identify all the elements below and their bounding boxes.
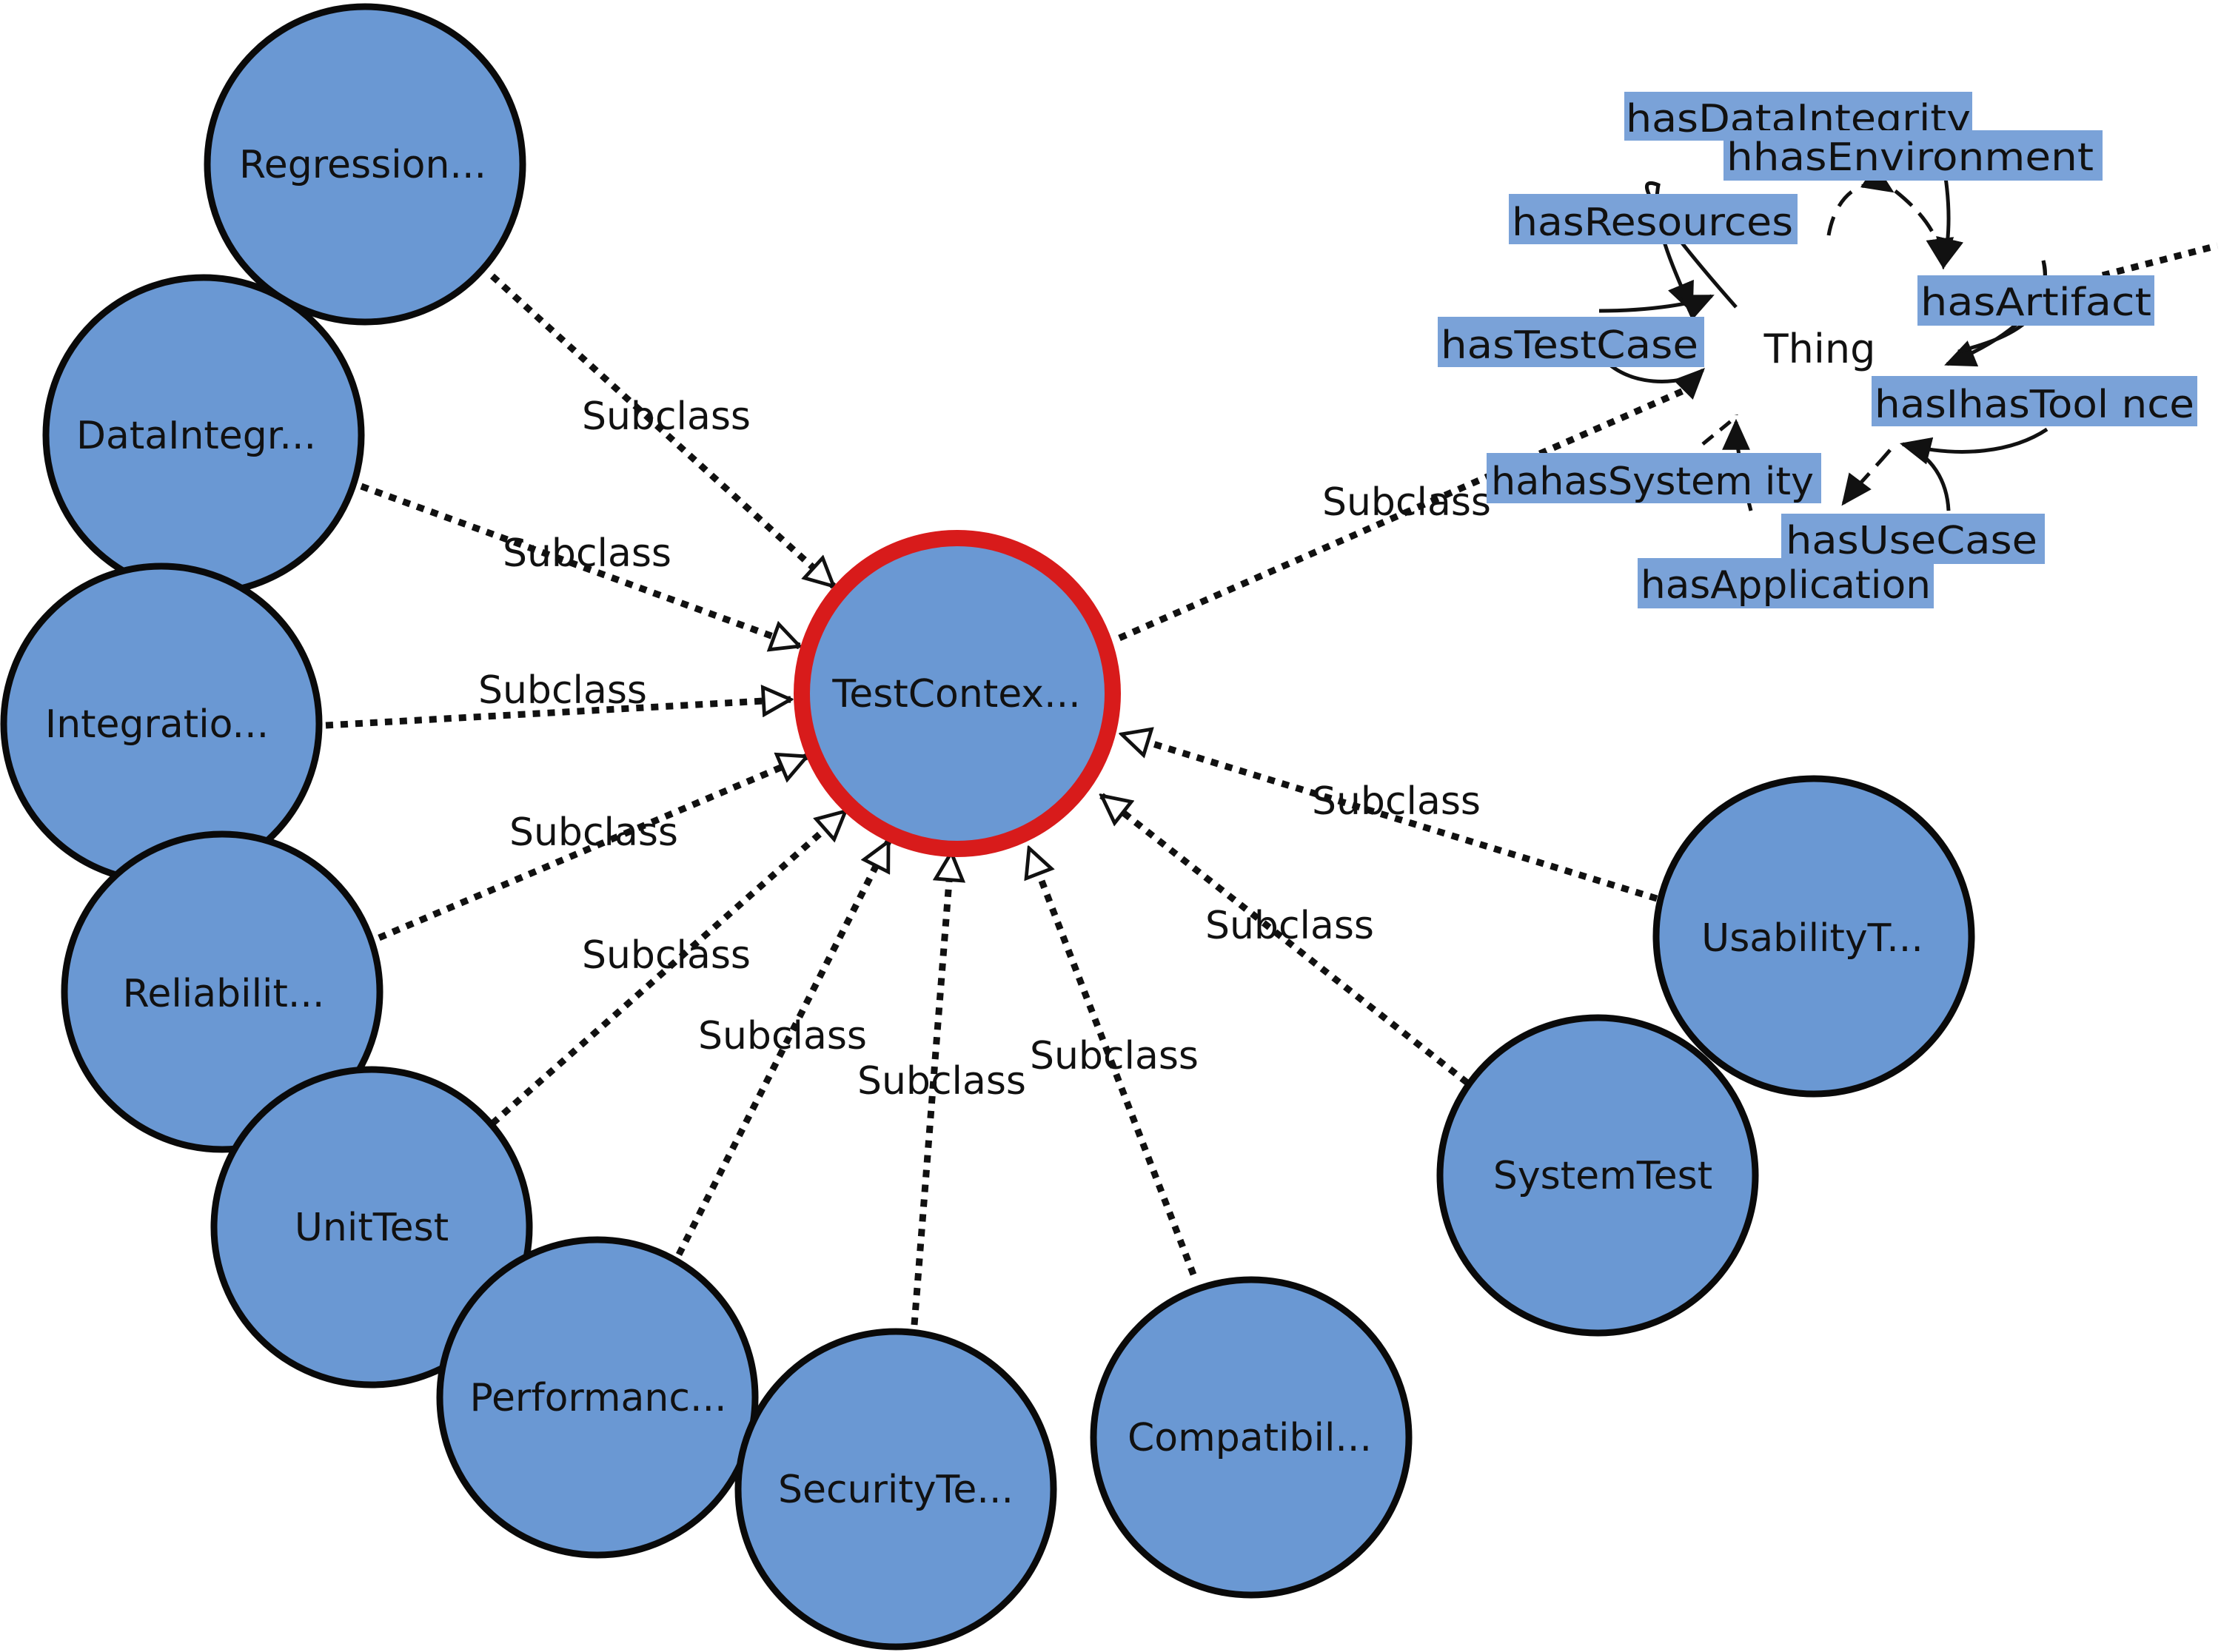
- loop-resources: [1644, 181, 1738, 314]
- prop-hasapplication[interactable]: hasApplication: [1638, 558, 1934, 608]
- node-security[interactable]: SecurityTe...: [734, 1328, 1057, 1651]
- edge-security: [911, 853, 951, 1326]
- loop-system: [1841, 449, 1892, 506]
- node-dataintegrity[interactable]: DataIntegr...: [42, 274, 365, 597]
- prop-hastestcase-label: hasTestCase: [1441, 323, 1698, 368]
- prop-hasusecase[interactable]: hasUseCase: [1781, 514, 2045, 564]
- edge-label-unittest: Subclass: [582, 933, 751, 978]
- node-reliability-label: Reliabilit...: [123, 972, 325, 1016]
- edge-label-integration: Subclass: [478, 668, 647, 713]
- prop-hassystem-label: hahasSystem ity: [1491, 460, 1814, 504]
- loop-usecase: [1902, 442, 1951, 511]
- edge-label-compatibility: Subclass: [1030, 1034, 1199, 1078]
- edge-label-usability: Subclass: [1312, 779, 1481, 824]
- loop-system-2: [1701, 414, 1738, 446]
- edge-thing-offscreen: [2101, 242, 2219, 279]
- node-compatibility-label: Compatibil...: [1128, 1416, 1372, 1460]
- prop-hassystem[interactable]: hahasSystem ity: [1487, 453, 1821, 504]
- edge-systemtest: [1102, 793, 1470, 1086]
- edge-labels: Subclass Subclass Subclass Subclass Subc…: [478, 394, 1491, 1104]
- node-systemtest-label: SystemTest: [1493, 1154, 1712, 1198]
- node-testcontext[interactable]: TestContex...: [794, 530, 1121, 857]
- edge-performance: [675, 842, 892, 1257]
- node-integration[interactable]: Integratio...: [0, 563, 323, 885]
- prop-hasusecase-label: hasUseCase: [1786, 519, 2037, 563]
- node-security-label: SecurityTe...: [778, 1468, 1014, 1512]
- edge-reliability: [378, 756, 807, 941]
- edge-unittest: [490, 811, 845, 1126]
- node-performance[interactable]: Performanc...: [436, 1236, 759, 1559]
- thing-edges: [1118, 242, 2219, 642]
- loop-tool-2: [1899, 427, 2049, 465]
- prop-hasapplication-label: hasApplication: [1641, 563, 1931, 608]
- edge-label-regression: Subclass: [582, 394, 751, 439]
- loop-environment: [1826, 164, 1895, 236]
- node-testcontext-label: TestContex...: [831, 672, 1080, 716]
- node-regression[interactable]: Regression...: [204, 3, 526, 326]
- subclass-edges: [325, 273, 1658, 1326]
- prop-hastool[interactable]: hasIhasTool nce: [1872, 376, 2197, 427]
- loop-environment-2: [1936, 177, 1963, 270]
- edge-label-reliability: Subclass: [509, 810, 678, 855]
- subclass-nodes: Regression... DataIntegr... Integratio..…: [0, 3, 1975, 1651]
- prop-hastool-label: hasIhasTool nce: [1875, 383, 2194, 427]
- node-systemtest[interactable]: SystemTest: [1436, 1014, 1759, 1337]
- edge-label-security: Subclass: [857, 1059, 1026, 1104]
- edge-label-dataintegrity: Subclass: [503, 531, 671, 576]
- edge-label-systemtest: Subclass: [1205, 904, 1374, 948]
- node-dataintegrity-label: DataIntegr...: [76, 414, 316, 458]
- edge-usability: [1122, 734, 1658, 902]
- edge-integration: [325, 699, 791, 729]
- thing-cluster: Thing hasDataIntegrity hhasEnvironment h…: [1438, 92, 2197, 608]
- node-usability-label: UsabilityT...: [1701, 916, 1923, 961]
- node-usability[interactable]: UsabilityT...: [1652, 775, 1975, 1098]
- edge-center-to-thing: [1118, 381, 1698, 642]
- edge-regression: [489, 273, 834, 586]
- prop-hasresources[interactable]: hasResources: [1509, 194, 1798, 245]
- prop-hasartifact[interactable]: hasArtifact: [1917, 275, 2154, 326]
- node-integration-label: Integratio...: [45, 702, 269, 747]
- loop-artifact: [1894, 189, 1954, 270]
- node-unittest[interactable]: UnitTest: [210, 1066, 533, 1389]
- loop-testcase: [1598, 294, 1715, 320]
- node-performance-label: Performanc...: [469, 1376, 726, 1420]
- thing-label: Thing: [1763, 326, 1876, 372]
- prop-hasartifact-label: hasArtifact: [1920, 281, 2151, 325]
- prop-hasresources-label: hasResources: [1512, 201, 1793, 245]
- prop-hasenvironment[interactable]: hhasEnvironment: [1723, 130, 2103, 181]
- node-unittest-label: UnitTest: [295, 1206, 449, 1250]
- prop-hasenvironment-label: hhasEnvironment: [1726, 135, 2094, 180]
- edge-dataintegrity: [360, 483, 800, 646]
- node-reliability[interactable]: Reliabilit...: [61, 830, 383, 1153]
- edge-label-performance: Subclass: [698, 1014, 867, 1058]
- node-compatibility[interactable]: Compatibil...: [1090, 1276, 1413, 1599]
- prop-hastestcase[interactable]: hasTestCase: [1438, 317, 1704, 368]
- edge-label-thing: Subclass: [1322, 480, 1491, 525]
- edge-compatibility: [1029, 848, 1197, 1276]
- node-regression-label: Regression...: [239, 143, 486, 187]
